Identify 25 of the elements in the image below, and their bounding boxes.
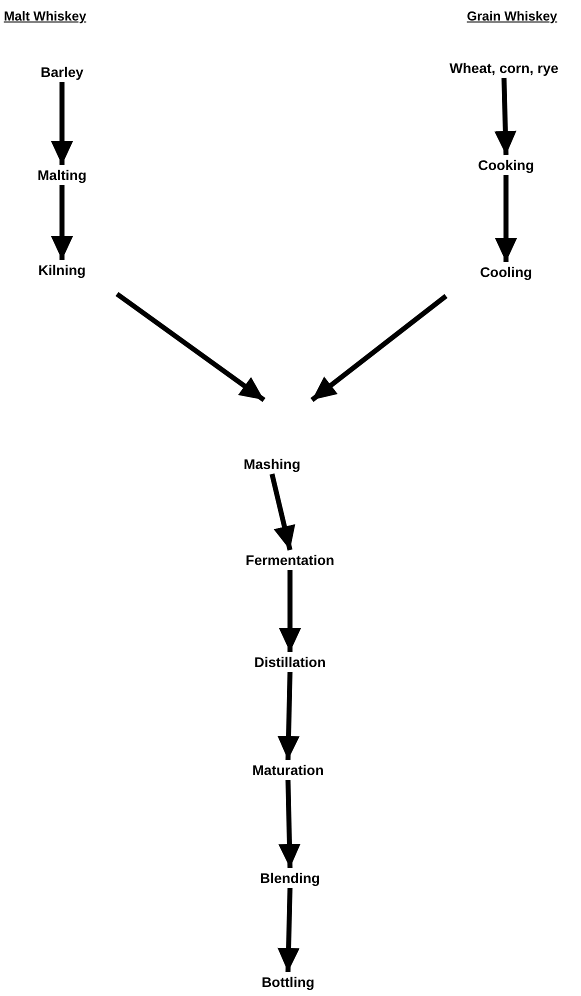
arrow (116, 292, 266, 402)
arrow (278, 780, 301, 868)
arrow (270, 473, 296, 551)
step-label: Bottling (262, 972, 314, 992)
step-label: Wheat, corn, rye (450, 58, 558, 78)
step-label: Barley (40, 62, 84, 82)
step-label: Distillation (254, 652, 326, 672)
step-label: Maturation (252, 760, 324, 780)
step-label: Fermentation (246, 550, 334, 570)
step-label: Cooling (480, 262, 532, 282)
arrow (50, 82, 74, 165)
arrow (50, 185, 74, 260)
step-label: Cooking (478, 155, 534, 175)
arrow (310, 294, 448, 402)
column-heading: Grain Whiskey (466, 8, 558, 24)
arrow (494, 175, 518, 262)
step-label: Blending (260, 868, 320, 888)
arrow (278, 888, 300, 972)
step-label: Kilning (38, 260, 86, 280)
arrow (494, 78, 516, 156)
step-label: Mashing (244, 454, 300, 474)
arrow (278, 570, 302, 652)
step-label: Malting (38, 165, 86, 185)
arrow (277, 672, 300, 760)
column-heading: Malt Whiskey (4, 8, 86, 24)
